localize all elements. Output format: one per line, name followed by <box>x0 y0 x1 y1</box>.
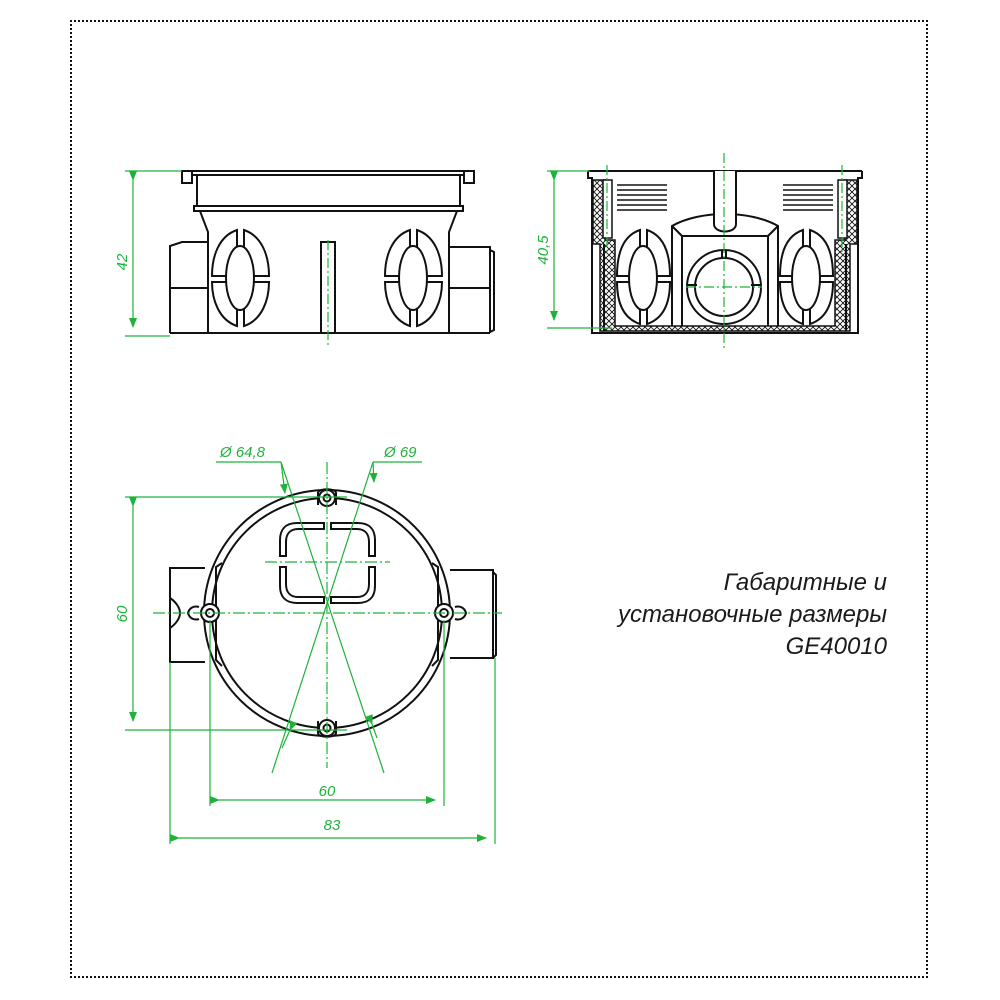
side-view-dimensions <box>125 170 329 348</box>
plan-view-dimensions <box>125 461 502 844</box>
mounting-horizontal-label: 60 <box>319 783 336 800</box>
side-view <box>169 170 495 334</box>
side-height-label: 42 <box>114 253 131 270</box>
caption-model: GE40010 <box>785 633 887 660</box>
section-view <box>587 170 863 334</box>
overall-width-label: 83 <box>324 817 341 834</box>
caption-line-1: Габаритные и <box>723 569 887 596</box>
outer-diameter-label: Ø 69 <box>383 444 417 461</box>
section-view-dimensions <box>547 153 843 348</box>
section-height-label: 40,5 <box>535 235 552 265</box>
caption-line-2: установочные размеры <box>617 601 887 628</box>
knockout-section-left <box>615 228 672 326</box>
knockout-left <box>210 228 271 328</box>
mounting-vertical-label: 60 <box>114 605 131 622</box>
knockout-right <box>383 228 444 328</box>
knockout-section-right <box>778 228 835 326</box>
drawing-frame <box>70 20 928 978</box>
drawing-caption: Габаритные и установочные размеры GE4001… <box>618 567 887 663</box>
knockout-bottom <box>279 522 376 604</box>
inner-diameter-label: Ø 64,8 <box>219 444 266 461</box>
